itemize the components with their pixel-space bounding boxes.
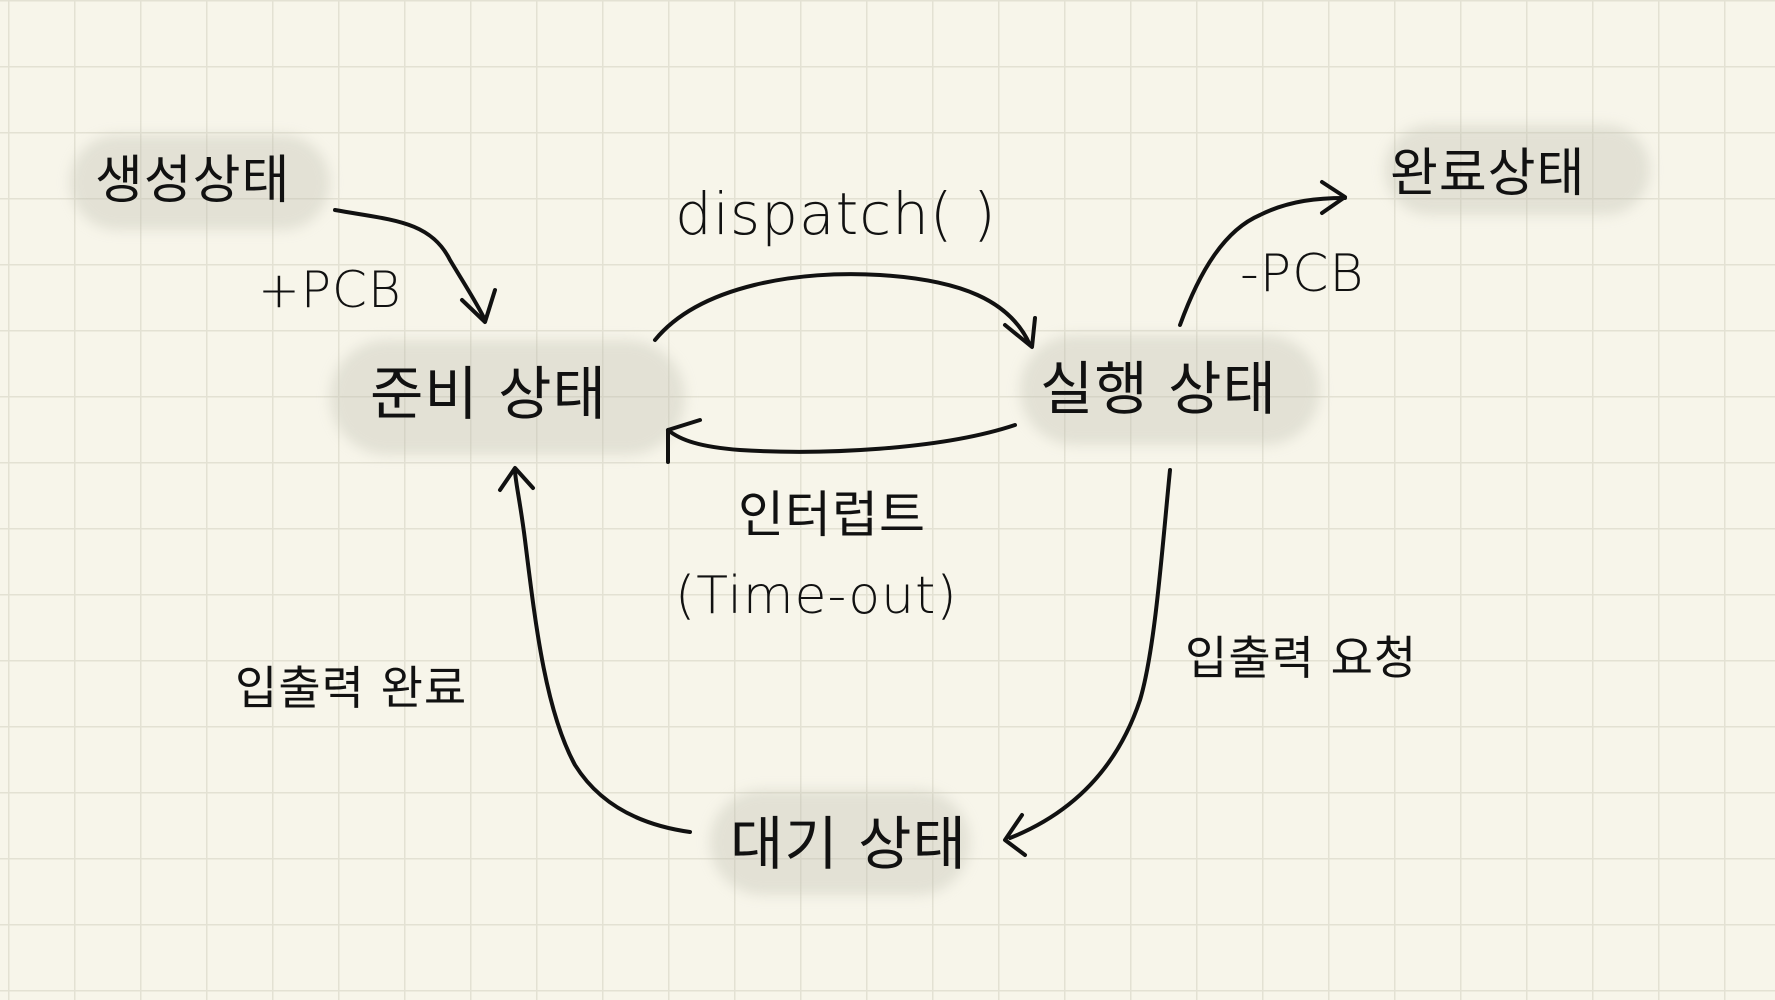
io-complete-arrowhead <box>498 466 535 492</box>
state-terminated-label: 완료상태 <box>1390 144 1586 204</box>
dispatch-arrow <box>653 272 1032 347</box>
exit-label: -PCB <box>1240 244 1365 304</box>
dispatch-arrowhead <box>1003 316 1037 349</box>
terminated-state-highlight <box>1385 125 1650 215</box>
admit-label: +PCB <box>258 261 402 319</box>
admit-arrowhead <box>460 288 497 324</box>
admit-arrow <box>333 208 487 322</box>
running-state-highlight <box>1020 335 1320 445</box>
state-waiting-label: 대기 상태 <box>730 810 967 878</box>
io-complete-label: 입출력 완료 <box>235 661 468 715</box>
io-request-arrow <box>1008 468 1172 840</box>
state-ready-label: 준비 상태 <box>370 360 607 428</box>
interrupt-label: 인터럽트 <box>738 486 926 544</box>
interrupt-timeout-label: (Time-out) <box>675 566 958 626</box>
io-request-arrowhead <box>1003 813 1027 857</box>
waiting-state-highlight <box>710 790 970 895</box>
io-complete-arrow <box>513 468 692 834</box>
state-running-label: 실행 상태 <box>1040 355 1277 423</box>
state-new-label: 생성상태 <box>95 151 291 211</box>
io-request-label: 입출력 요청 <box>1185 631 1418 685</box>
exit-arrow <box>1178 196 1347 327</box>
exit-arrowhead <box>1320 180 1347 215</box>
interrupt-arrowhead <box>666 418 702 464</box>
new-state-highlight <box>70 135 330 230</box>
interrupt-arrow <box>666 423 1017 454</box>
ready-state-highlight <box>330 340 685 455</box>
dispatch-label: dispatch( ) <box>675 180 997 248</box>
